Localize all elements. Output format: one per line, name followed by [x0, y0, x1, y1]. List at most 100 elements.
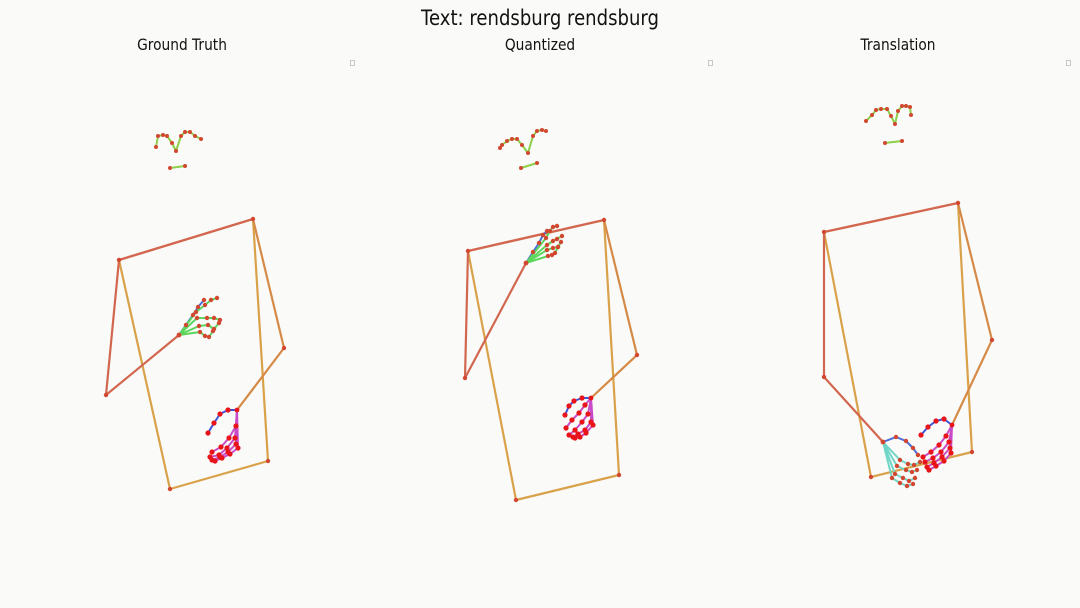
hand-a-keypoint [545, 253, 551, 259]
hand-a-finger-line [178, 325, 200, 336]
hand-a-keypoint [530, 249, 536, 255]
panel-legend-marker [1066, 60, 1071, 66]
hip-line [168, 459, 270, 491]
body-joint [103, 392, 109, 398]
pose-panel-0 [103, 130, 287, 492]
hand-b-keypoint [572, 435, 578, 441]
face-contour-line [175, 135, 182, 152]
torso-right-line [956, 201, 974, 454]
right-upper-arm [602, 218, 639, 357]
face-keypoint [179, 134, 183, 138]
hand-a-keypoint [193, 309, 199, 315]
face-keypoint [904, 104, 908, 108]
face-keypoint [161, 133, 165, 137]
hand-a-keypoint [550, 245, 556, 251]
hand-a-keypoint [202, 302, 208, 308]
mouth-keypoint [183, 164, 187, 168]
body-joint [821, 374, 827, 380]
panel-title-quantized: Quantized [504, 35, 576, 54]
face-keypoint [544, 129, 548, 133]
hand-b-keypoint [936, 442, 942, 448]
body-joint [989, 337, 995, 343]
left-upper-arm [463, 249, 470, 380]
mouth-line [520, 162, 538, 169]
left-forearm [463, 261, 528, 380]
hand-a-finger-line [525, 249, 548, 264]
hand-b-wrist [588, 395, 594, 401]
hand-a-keypoint [202, 333, 208, 339]
hand-b-keypoint [571, 398, 577, 404]
pose-panel-1 [462, 128, 640, 503]
hand-b-keypoint [569, 417, 575, 423]
hand-b-wrist [949, 422, 955, 428]
hand-a-keypoint [897, 480, 903, 486]
hand-a-wrist [523, 260, 529, 266]
body-joint [465, 248, 471, 254]
hand-a-keypoint [910, 445, 916, 451]
face-keypoint [900, 104, 904, 108]
panel-legend-marker [708, 60, 713, 66]
face-keypoint [540, 128, 544, 132]
hand-a-finger-line [525, 255, 549, 264]
hand-b-keypoint [582, 402, 588, 408]
hand-a-keypoint [210, 328, 216, 334]
hand-b-keypoint [943, 433, 949, 439]
hand-b-keypoint [925, 424, 931, 430]
right-forearm [235, 346, 286, 412]
hand-a-keypoint [194, 315, 200, 321]
hand-a-keypoint [554, 236, 560, 242]
hand-b-keypoint [209, 449, 215, 455]
face-keypoint [896, 109, 900, 113]
hand-a-keypoint [550, 224, 556, 230]
hand-b-keypoint [235, 445, 241, 451]
panel-title-translation: Translation [860, 35, 936, 54]
hand-b-keypoint [577, 434, 583, 440]
face-keypoint [170, 141, 174, 145]
face-keypoint [156, 134, 160, 138]
face-keypoint [505, 139, 509, 143]
hand-b-keypoint [566, 432, 572, 438]
hand-a-keypoint [900, 475, 906, 481]
torso-right-line [602, 218, 621, 477]
hand-b-keypoint [946, 439, 952, 445]
face-keypoint [515, 137, 519, 141]
hand-a-keypoint [893, 434, 899, 440]
hand-a-keypoint [547, 228, 553, 234]
hand-b-keypoint [563, 425, 569, 431]
hand-b-keypoint [920, 454, 926, 460]
hand-b-keypoint [922, 459, 928, 465]
figure-title: Text: rendsburg rendsburg [421, 6, 659, 30]
hand-b-keypoint [219, 455, 225, 461]
face-keypoint [154, 145, 158, 149]
hand-b-keypoint [918, 432, 924, 438]
face-keypoint [498, 146, 502, 150]
hand-a-keypoint [536, 240, 542, 246]
body-joint [281, 345, 287, 351]
body-joint [513, 497, 519, 503]
hand-a-keypoint [917, 459, 923, 465]
hand-a-keypoint [552, 250, 558, 256]
hand-a-keypoint [905, 461, 911, 467]
hand-b-keypoint [225, 407, 231, 413]
hand-a-keypoint [906, 478, 912, 484]
body-joint [955, 200, 961, 206]
hand-b-keypoint [212, 458, 218, 464]
hand-a-keypoint [911, 462, 917, 468]
body-joint [250, 216, 256, 222]
hand-b-keypoint [218, 444, 224, 450]
hand-b-keypoint [928, 449, 934, 455]
face-keypoint [864, 119, 868, 123]
hand-b-keypoint [947, 445, 953, 451]
hand-b-keypoint [217, 411, 223, 417]
face-keypoint [174, 149, 178, 153]
face-keypoint [188, 130, 192, 134]
face-keypoint [193, 134, 197, 138]
hand-b-finger-line [236, 409, 239, 449]
hand-b-keypoint [926, 467, 932, 473]
hand-b-keypoint [933, 463, 939, 469]
mouth-line [169, 165, 186, 169]
hand-a-wrist [176, 332, 182, 338]
face-keypoint [870, 113, 874, 117]
hand-b-keypoint [227, 451, 233, 457]
